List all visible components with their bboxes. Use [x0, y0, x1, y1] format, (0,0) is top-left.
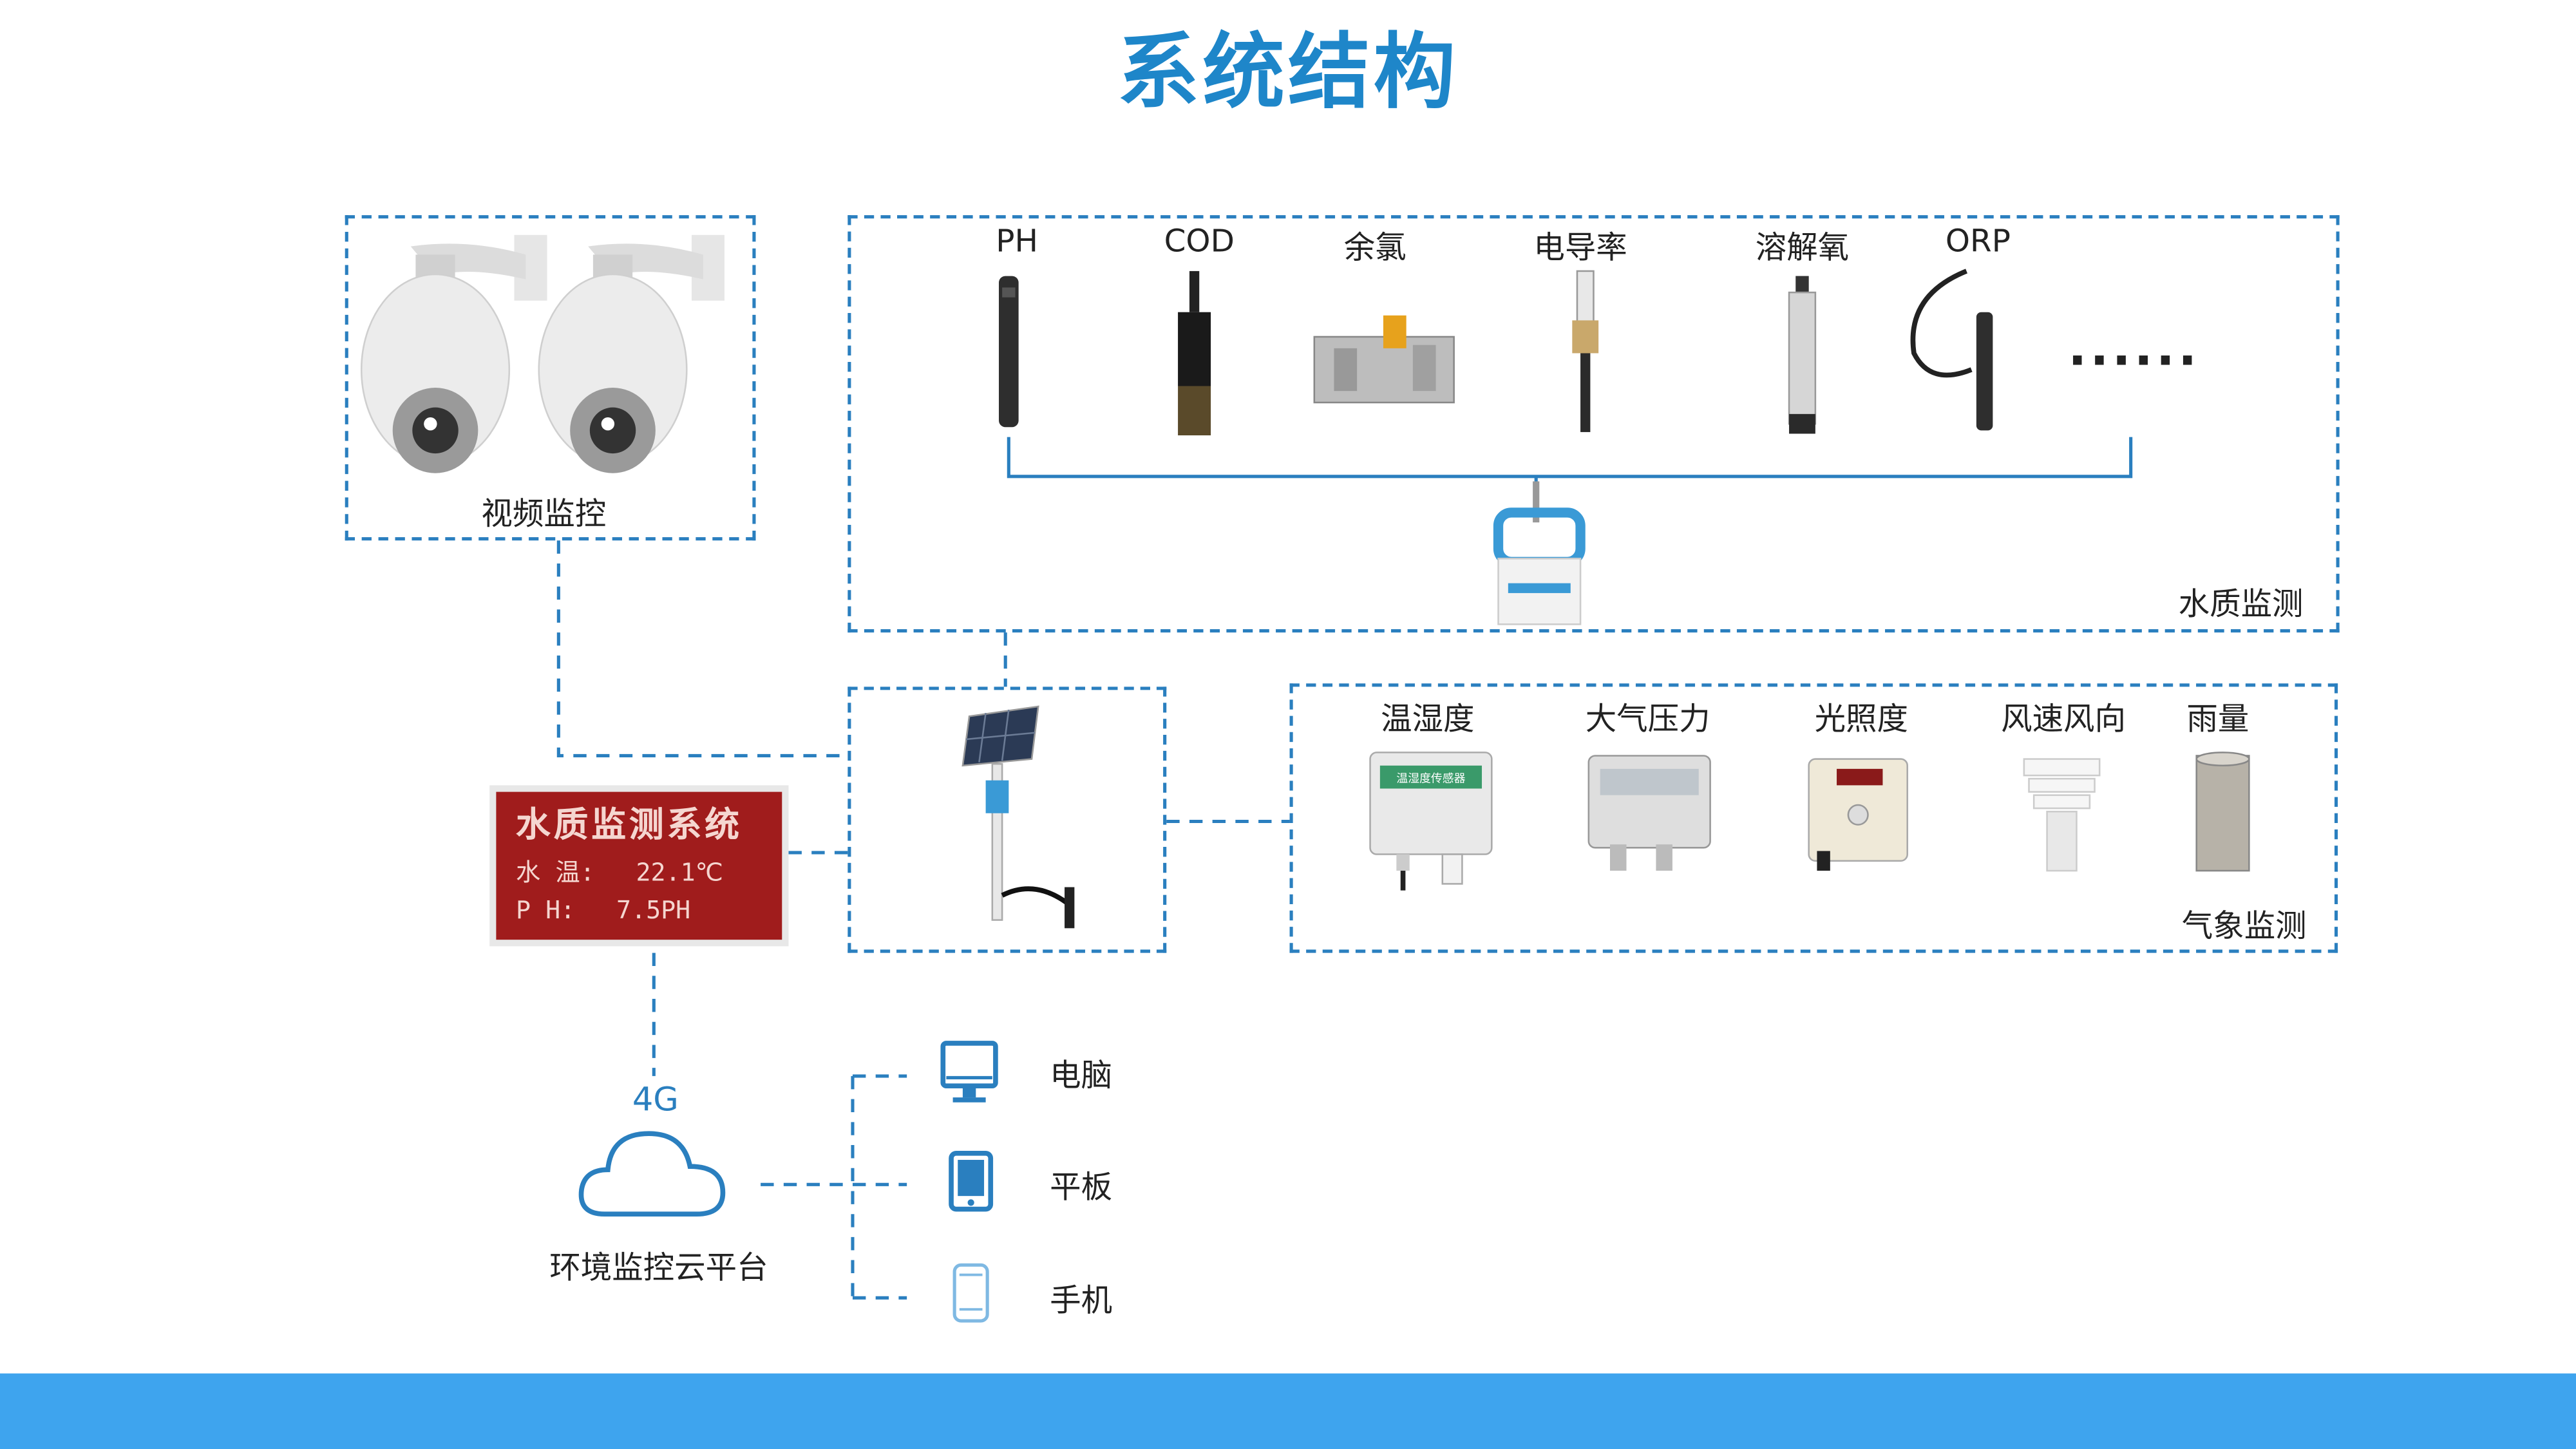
footer-bar — [0, 1373, 2576, 1449]
illuminance-sensor-image — [1808, 758, 1909, 871]
sensor-label-illuminance: 光照度 — [1814, 701, 1909, 738]
sensor-label-residual-chlorine: 余氯 — [1343, 230, 1406, 267]
sensor-label-orp: ORP — [1945, 223, 2011, 260]
video-monitoring-box — [345, 215, 756, 541]
conductivity-sensor-image — [1572, 270, 1599, 432]
weather-monitoring-label: 气象监测 — [2181, 908, 2307, 945]
terminal-label-phone: 手机 — [1050, 1283, 1113, 1320]
water-quality-box — [848, 215, 2340, 633]
camera-icon — [360, 234, 547, 473]
solar-panel-icon — [961, 705, 1039, 767]
temp-humidity-sensor-image: 温湿度传感器 — [1369, 752, 1493, 891]
display-water-temp-label: 水 温: — [516, 857, 595, 887]
display-water-temp-value: 22.1℃ — [636, 857, 723, 887]
pressure-sensor-image — [1587, 755, 1711, 871]
ptz-camera-images — [360, 234, 724, 473]
cod-sensor-image — [1178, 270, 1211, 436]
wind-sensor-image — [2023, 758, 2101, 872]
network-4g-label: 4G — [632, 1079, 679, 1119]
led-display-panel: 水质监测系统 水 温: 22.1℃ P H: 7.5PH — [489, 785, 789, 947]
page-title: 系统结构 — [1117, 24, 1459, 120]
display-heading: 水质监测系统 — [516, 805, 743, 845]
sensor-label-ph: PH — [996, 223, 1038, 260]
weather-monitoring-box — [1289, 683, 2338, 953]
display-ph-label: P H: — [516, 895, 576, 925]
ph-sensor-image — [999, 276, 1019, 428]
sensor-label-temp-humidity: 温湿度 — [1381, 701, 1475, 738]
chlorine-sensor-image — [1313, 315, 1455, 404]
more-sensors-ellipsis: ...... — [2068, 320, 2201, 378]
terminal-label-tablet: 平板 — [1050, 1170, 1113, 1206]
dissolved-oxygen-sensor-image — [1788, 276, 1817, 434]
cloud-platform-label: 环境监控云平台 — [549, 1250, 768, 1287]
phone-icon — [952, 1263, 989, 1323]
display-ph-value: 7.5PH — [616, 895, 691, 925]
sensor-label-conductivity: 电导率 — [1533, 230, 1627, 267]
orp-sensor-image — [1910, 269, 1993, 431]
sensor-label-wind: 风速风向 — [2001, 701, 2126, 738]
sensor-label-dissolved-oxygen: 溶解氧 — [1755, 230, 1850, 267]
sensor-label-rain: 雨量 — [2186, 701, 2249, 738]
collector-device-image — [1493, 481, 1586, 625]
tablet-icon — [949, 1150, 994, 1212]
rain-gauge-image — [2195, 752, 2250, 872]
water-quality-label: 水质监测 — [2178, 586, 2304, 623]
solar-station-box — [848, 687, 1167, 953]
video-monitoring-label: 视频监控 — [481, 496, 607, 533]
temp-humidity-device-text: 温湿度传感器 — [1396, 772, 1465, 785]
camera-icon — [538, 234, 724, 473]
terminal-label-computer: 电脑 — [1050, 1057, 1113, 1094]
sensor-label-cod: COD — [1164, 223, 1235, 260]
computer-icon — [940, 1041, 998, 1103]
cloud-icon — [578, 1131, 726, 1217]
sensor-label-pressure: 大气压力 — [1585, 701, 1710, 738]
